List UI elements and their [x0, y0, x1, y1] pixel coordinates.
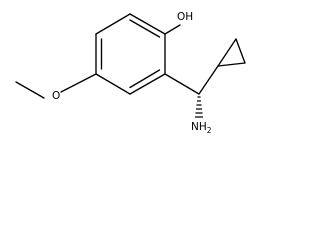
ring-bond — [217, 38, 237, 67]
ring-bond — [129, 73, 166, 95]
molecule-drawing: OH O NH2 — [15, 11, 246, 135]
hydroxyl-label: OH — [177, 11, 193, 23]
ring-bond — [129, 13, 166, 35]
methoxy-oxygen-label: O — [52, 90, 60, 102]
ring-bond — [235, 38, 246, 64]
ring-bond — [217, 62, 246, 67]
cyclopropyl-bond — [198, 65, 219, 95]
structure-canvas: OH O NH2 — [0, 0, 256, 140]
benzene-ring — [95, 13, 166, 95]
amine-label-main: NH — [191, 121, 207, 133]
ring-bond — [95, 73, 131, 95]
ring-double-bond — [129, 69, 161, 89]
hydroxyl-bond — [164, 24, 181, 35]
amine-label: NH2 — [191, 121, 212, 135]
methyl-bond — [15, 81, 45, 99]
cyclopropane-ring — [217, 38, 246, 67]
amine-label-subscript: 2 — [207, 126, 212, 135]
hashed-wedge-bond — [194, 96, 204, 118]
ring-double-bond — [129, 19, 161, 38]
ring-bond — [95, 13, 131, 35]
methoxy-ring-bond — [60, 73, 97, 93]
ring-to-stereocenter-bond — [164, 73, 200, 95]
